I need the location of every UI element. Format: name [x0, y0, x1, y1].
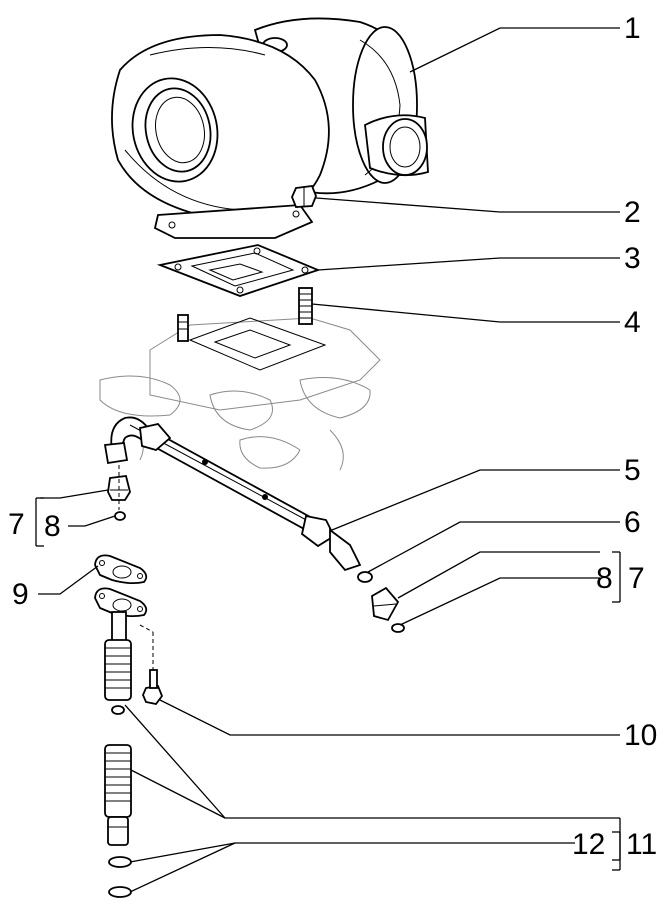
union-fitting-right: [371, 586, 405, 633]
callout-10: 10: [624, 719, 657, 752]
callout-12: 12: [572, 828, 605, 861]
callout-1: 1: [624, 12, 641, 45]
callout-9: 9: [12, 578, 29, 611]
engine-block-outline: [99, 317, 381, 471]
stud-bolt: [298, 287, 313, 325]
leader-lines: [35, 27, 621, 893]
callout-8-right: 8: [596, 562, 613, 595]
callout-4: 4: [624, 306, 641, 339]
stud-bolt-left: [177, 314, 189, 342]
callout-5: 5: [624, 454, 641, 487]
callout-2: 2: [624, 196, 641, 229]
turbocharger: [111, 17, 429, 239]
union-fitting-left: [107, 465, 131, 521]
mounting-pad: [188, 317, 327, 371]
flange-gasket: [94, 554, 148, 618]
oil-return-pipe: [104, 611, 132, 898]
oil-supply-pipe: [103, 416, 362, 572]
callout-7-left: 7: [8, 508, 25, 541]
washer: [357, 571, 373, 583]
nut: [291, 185, 317, 208]
callout-3: 3: [624, 242, 641, 275]
callout-11: 11: [626, 828, 657, 861]
screw: [139, 624, 164, 705]
callout-7-right: 7: [628, 562, 645, 595]
callout-6: 6: [624, 506, 641, 539]
callout-8-left: 8: [44, 510, 61, 543]
gasket: [156, 244, 321, 297]
